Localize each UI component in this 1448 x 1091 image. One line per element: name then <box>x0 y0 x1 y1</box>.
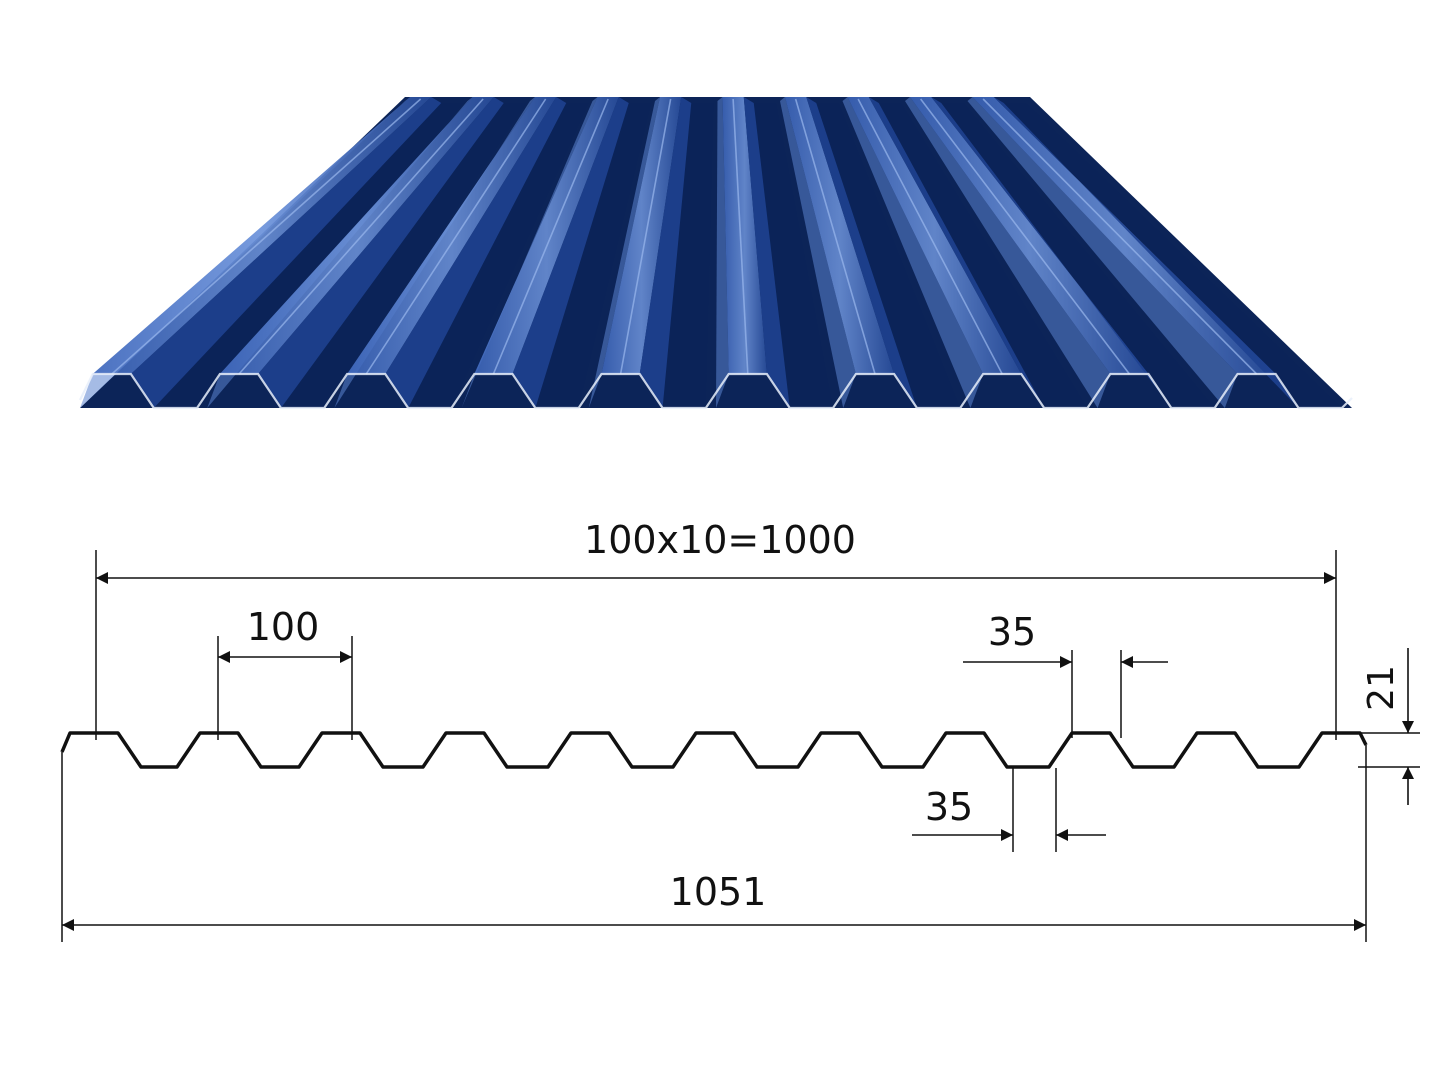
sheet-highlight <box>238 98 484 375</box>
crest-width-label: 35 <box>988 610 1036 654</box>
rib-pitch-label: 100 <box>247 605 320 649</box>
height-label: 21 <box>1361 665 1402 711</box>
sheet-highlight <box>111 98 422 375</box>
sheet-slope-shadow <box>868 97 1045 408</box>
sheet-crest <box>722 97 767 374</box>
dimension-valley-width: 35 <box>912 768 1106 852</box>
sheet-valley <box>535 103 652 408</box>
profile-outline <box>60 731 1368 769</box>
sheet-valley <box>1003 103 1342 408</box>
sheet-crest <box>219 97 494 374</box>
sheet-highlight <box>365 98 547 375</box>
sheet-valley <box>408 103 589 408</box>
sheet-highlight <box>492 98 609 375</box>
sheet-slope-shadow <box>806 97 917 408</box>
sheet-crest <box>785 97 895 374</box>
sheet-valley <box>662 103 714 408</box>
sheet-slope-lit <box>905 97 1111 408</box>
sheet-slope-shadow <box>130 97 442 408</box>
sheet-highlight <box>794 98 876 375</box>
sheet-slope-shadow <box>385 97 567 408</box>
sheet-crest <box>347 97 557 374</box>
sheet-crest <box>910 97 1149 374</box>
cross-section-profile <box>60 731 1368 769</box>
sheet-highlight <box>619 98 672 375</box>
sheet-slope-lit <box>780 97 856 408</box>
sheet-crest <box>474 97 619 374</box>
sheet-slope-lit <box>842 97 984 408</box>
sheet-slope-shadow <box>743 97 790 408</box>
sheet-slope-lit <box>967 97 1238 408</box>
sheet-valley <box>816 103 961 408</box>
total-width-label: 1051 <box>670 870 767 914</box>
dimension-rib-pitch: 100 <box>217 605 353 740</box>
overall-pitch-label: 100x10=1000 <box>584 518 856 562</box>
sheet-valley <box>753 103 834 408</box>
sheet-slope-shadow <box>639 97 692 408</box>
sheet-valley <box>878 103 1088 408</box>
dimension-crest-width: 35 <box>963 610 1168 738</box>
sheet-valley <box>941 103 1215 408</box>
sheet-highlight <box>919 98 1131 375</box>
dimension-total-width: 1051 <box>61 745 1367 942</box>
sheet-slope-lit <box>716 97 729 408</box>
sheet-slope-shadow <box>512 97 629 408</box>
corrugated-sheet-illustration <box>79 97 1353 410</box>
sheet-valley <box>153 103 464 408</box>
sheet-front-edge <box>79 372 1353 410</box>
sheet-crest <box>601 97 682 374</box>
sheet-slope-lit <box>588 97 660 408</box>
valley-width-label: 35 <box>925 785 973 829</box>
sheet-valley <box>280 103 527 408</box>
sheet-highlight <box>857 98 1003 375</box>
sheet-slope-shadow <box>258 97 504 408</box>
dimension-height: 21 <box>1342 648 1420 805</box>
dimension-overall-pitch: 100x10=1000 <box>95 518 1337 740</box>
sheet-crest <box>847 97 1022 374</box>
sheet-crest <box>92 97 432 374</box>
sheet-highlight <box>732 98 749 375</box>
sheet-highlight <box>982 98 1258 375</box>
